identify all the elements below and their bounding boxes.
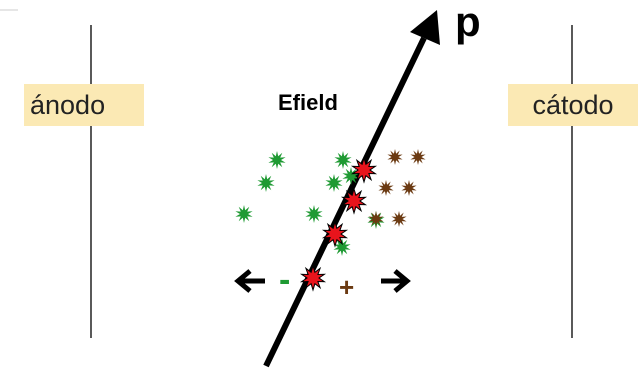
- red-spiky-star-icon: [340, 187, 368, 215]
- efield-label: Efield: [278, 90, 338, 115]
- left-arrow-icon: [234, 269, 265, 293]
- minus-sign: -: [279, 261, 290, 299]
- brown-spiky-star-icon: [378, 180, 394, 196]
- particle-track: [263, 36, 427, 368]
- brown-spiky-star-icon: [401, 180, 417, 196]
- green-spiky-star-icon: [325, 174, 343, 192]
- ion-cloud: [368, 149, 426, 227]
- green-spiky-star-icon: [257, 174, 275, 192]
- red-spiky-star-icon: [299, 264, 327, 292]
- green-spiky-star-icon: [268, 151, 286, 169]
- brown-spiky-star-icon: [391, 211, 407, 227]
- plus-sign: +: [339, 272, 354, 302]
- anode-label: ánodo: [24, 84, 144, 126]
- green-spiky-star-icon: [342, 167, 360, 185]
- green-spiky-star-icon: [334, 151, 352, 169]
- green-spiky-star-icon: [305, 205, 323, 223]
- cathode-label: cátodo: [508, 84, 638, 126]
- green-spiky-star-icon: [235, 205, 253, 223]
- red-spiky-star-icon: [350, 156, 378, 184]
- green-spiky-star-icon: [333, 238, 351, 256]
- ionization-points: [299, 156, 378, 292]
- track-arrowhead-icon: [410, 10, 440, 45]
- drift-indicator: - +: [234, 261, 411, 302]
- brown-spiky-star-icon: [387, 149, 403, 165]
- red-spiky-star-icon: [321, 220, 349, 248]
- particle-label: p: [455, 0, 481, 45]
- brown-spiky-star-icon: [368, 211, 384, 227]
- brown-spiky-star-icon: [410, 149, 426, 165]
- right-arrow-icon: [381, 269, 411, 293]
